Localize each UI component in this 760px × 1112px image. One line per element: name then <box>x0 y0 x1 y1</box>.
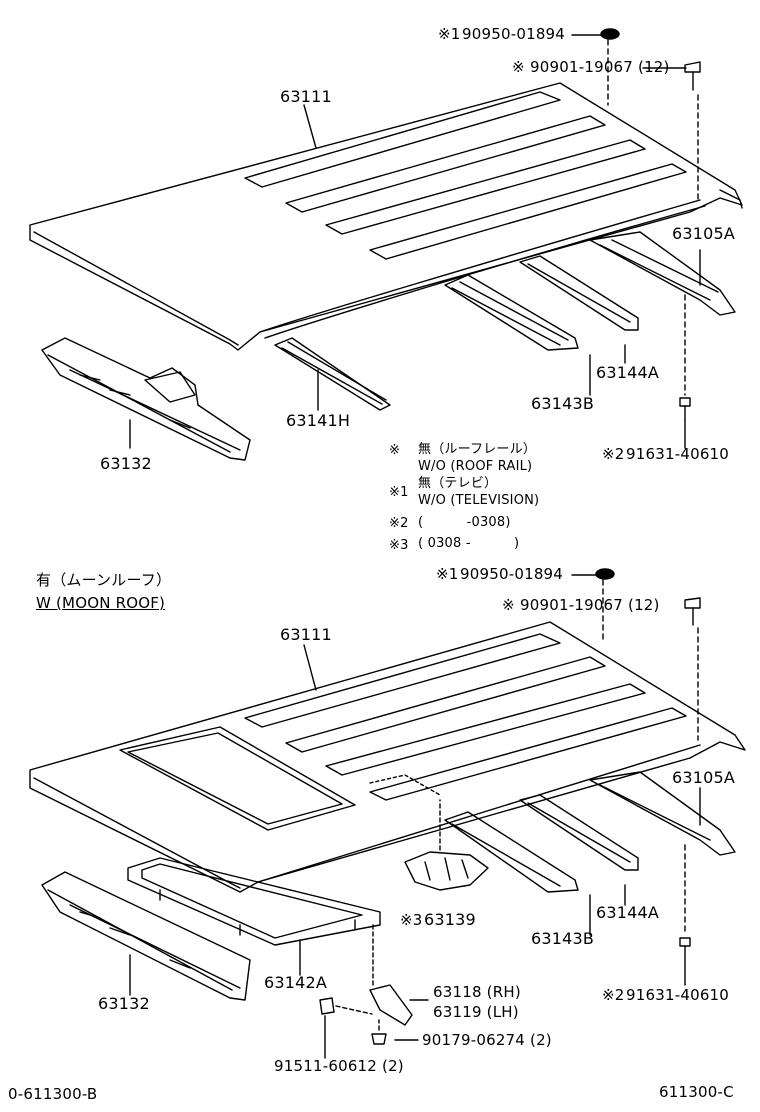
bottom-bolt-mark: ※ <box>502 596 515 614</box>
note-1-jp: 無（テレビ） <box>418 476 498 491</box>
top-plug-mark: ※1 <box>438 25 461 43</box>
top-bolt-part: 90901-19067 (12) <box>530 58 670 76</box>
bottom-bracket-mark: ※3 <box>400 911 423 929</box>
top-roof-label: 63111 <box>280 87 332 106</box>
moonroof-caption-jp: 有（ムーンルーフ） <box>36 571 172 589</box>
bottom-plug-part: 90950-01894 <box>460 565 564 583</box>
clip-label: 90179-06274 (2) <box>422 1031 552 1049</box>
top-rear-reinf-63105a <box>589 231 736 316</box>
moonroof-caption-en: W (MOON ROOF) <box>36 594 166 612</box>
top-rear-reinf-label: 63105A <box>672 224 736 243</box>
bottom-holder-63118 <box>319 924 413 1045</box>
top-screw-part: 91631-40610 <box>626 445 730 463</box>
illustration-code-right: 611300-C <box>659 1083 734 1101</box>
nut-label: 91511-60612 (2) <box>274 1057 404 1075</box>
top-bow-mid-label: 63143B <box>531 394 595 413</box>
top-bow-front-label: 63141H <box>286 411 351 430</box>
bottom-rear-reinf-label: 63105A <box>672 768 736 787</box>
bottom-bolt-part: 90901-19067 (12) <box>520 596 660 614</box>
top-bow-63141h <box>274 337 391 411</box>
note-3-mark: ※3 <box>389 538 409 553</box>
note-0-jp: 無（ルーフレール） <box>418 442 537 457</box>
bottom-screw-part: 91631-40610 <box>626 986 730 1004</box>
bottom-bow-63143b <box>444 811 579 893</box>
bottom-bracket-63139 <box>404 799 489 891</box>
bottom-roof-label: 63111 <box>280 625 332 644</box>
bottom-plug-mark: ※1 <box>436 565 459 583</box>
top-roof-panel <box>29 82 743 351</box>
illustration-code-left: 0-611300-B <box>8 1085 98 1103</box>
top-bow-center-label: 63144A <box>596 363 660 382</box>
bottom-bow-63144a <box>519 794 639 871</box>
bottom-rear-reinf-63105a <box>589 771 736 856</box>
top-plug-part: 90950-01894 <box>462 25 566 43</box>
bottom-bow-mid-label: 63143B <box>531 929 595 948</box>
holder-lh-label: 63119 (LH) <box>433 1003 519 1021</box>
bottom-leaders <box>129 568 701 1059</box>
note-2-range: ( -0308) <box>418 515 511 530</box>
note-0-mark: ※ <box>389 443 401 458</box>
bottom-bow-center-label: 63144A <box>596 903 660 922</box>
top-bow-63143b <box>444 274 579 351</box>
bottom-frame-label: 63142A <box>264 973 328 992</box>
note-3-range: ( 0308 - ) <box>418 536 520 551</box>
top-bolt-mark: ※ <box>512 58 525 76</box>
note-0-en: W/O (ROOF RAIL) <box>418 459 533 474</box>
note-1-en: W/O (TELEVISION) <box>418 493 540 508</box>
top-header-label: 63132 <box>100 454 152 473</box>
top-leaders <box>129 28 701 449</box>
top-header-63132 <box>41 337 251 461</box>
bottom-screw-mark: ※2 <box>602 986 625 1004</box>
top-screw-mark: ※2 <box>602 445 625 463</box>
holder-rh-label: 63118 (RH) <box>433 983 521 1001</box>
note-2-mark: ※2 <box>389 516 409 531</box>
bottom-roof-panel <box>29 621 746 893</box>
bottom-header-63132 <box>41 871 251 1001</box>
top-bow-63144a <box>519 255 639 331</box>
bottom-header-label: 63132 <box>98 994 150 1013</box>
bottom-frame-63142a <box>127 857 381 951</box>
bottom-bracket-part: 63139 <box>424 910 476 929</box>
note-1-mark: ※1 <box>389 485 409 500</box>
